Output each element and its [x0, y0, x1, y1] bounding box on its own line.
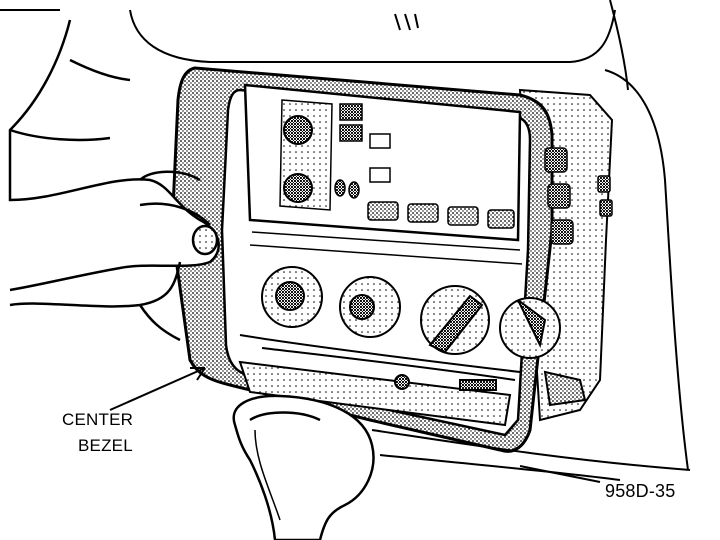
radio-unit: [243, 83, 523, 265]
lower-tray: [238, 360, 587, 427]
callout-leaders: [109, 367, 601, 483]
callout-label-line1: CENTER: [62, 410, 134, 429]
console-floor: [371, 429, 691, 481]
figure-id: 958D-35: [605, 481, 676, 501]
callout-label-line2: BEZEL: [78, 436, 133, 455]
hand: [8, 19, 220, 342]
gear-shift-knob: [232, 394, 375, 540]
dashboard-outline: [0, 0, 689, 471]
right-switch-stack: [544, 147, 613, 245]
climate-control-knobs: [239, 266, 561, 381]
